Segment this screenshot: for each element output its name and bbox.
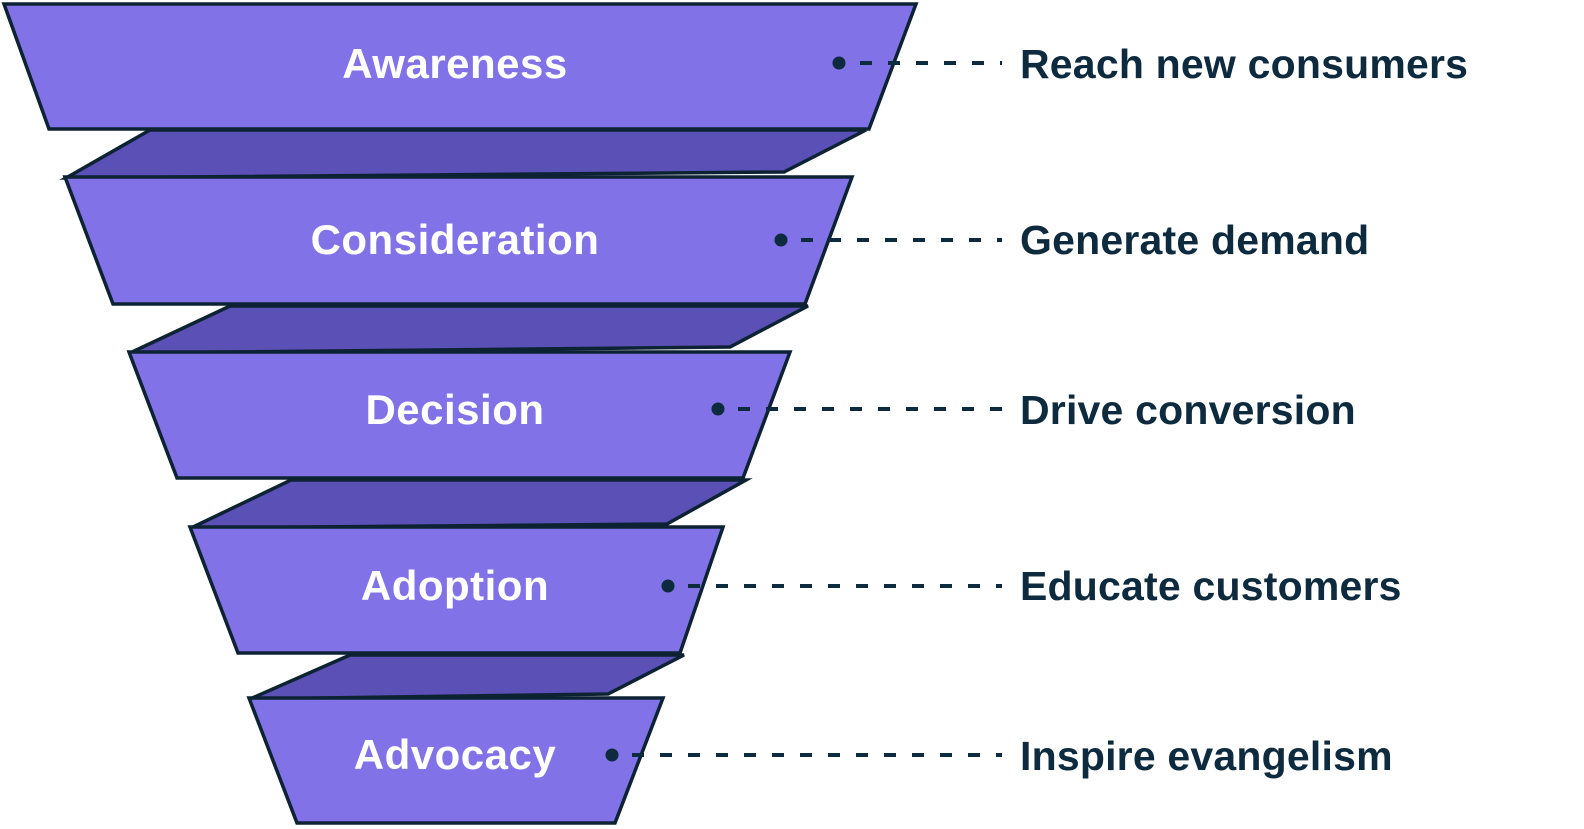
outcome-label-consideration: Generate demand (1020, 217, 1369, 263)
fold-consideration-decision (129, 304, 809, 355)
dot-decision (711, 402, 725, 416)
segment-advocacy (246, 696, 666, 825)
outcome-labels: Reach new consumers Generate demand Driv… (1020, 41, 1468, 779)
outcome-label-decision: Drive conversion (1020, 387, 1356, 433)
dot-consideration (774, 233, 788, 247)
segment-adoption (187, 525, 726, 655)
connector-dots (605, 56, 846, 762)
outcome-label-advocacy: Inspire evangelism (1020, 733, 1393, 779)
segment-decision (126, 350, 793, 480)
connector-lines (632, 61, 1002, 757)
stage-label-advocacy: Advocacy (354, 731, 557, 778)
dot-awareness (832, 56, 846, 70)
stage-labels: Awareness Consideration Decision Adoptio… (311, 40, 600, 778)
stage-label-adoption: Adoption (361, 562, 549, 609)
fold-adoption-advocacy (249, 653, 685, 701)
outcome-label-awareness: Reach new consumers (1020, 41, 1468, 87)
outcome-label-adoption: Educate customers (1020, 563, 1402, 609)
funnel-folds (59, 128, 867, 701)
fold-awareness-consideration (59, 128, 867, 180)
stage-label-consideration: Consideration (311, 216, 600, 263)
funnel-segments (1, 2, 919, 825)
stage-label-awareness: Awareness (342, 40, 568, 87)
segment-consideration (62, 175, 855, 306)
segment-awareness (1, 2, 919, 131)
stage-label-decision: Decision (365, 386, 544, 433)
fold-decision-adoption (190, 478, 753, 530)
dot-advocacy (605, 748, 619, 762)
dot-adoption (661, 579, 675, 593)
